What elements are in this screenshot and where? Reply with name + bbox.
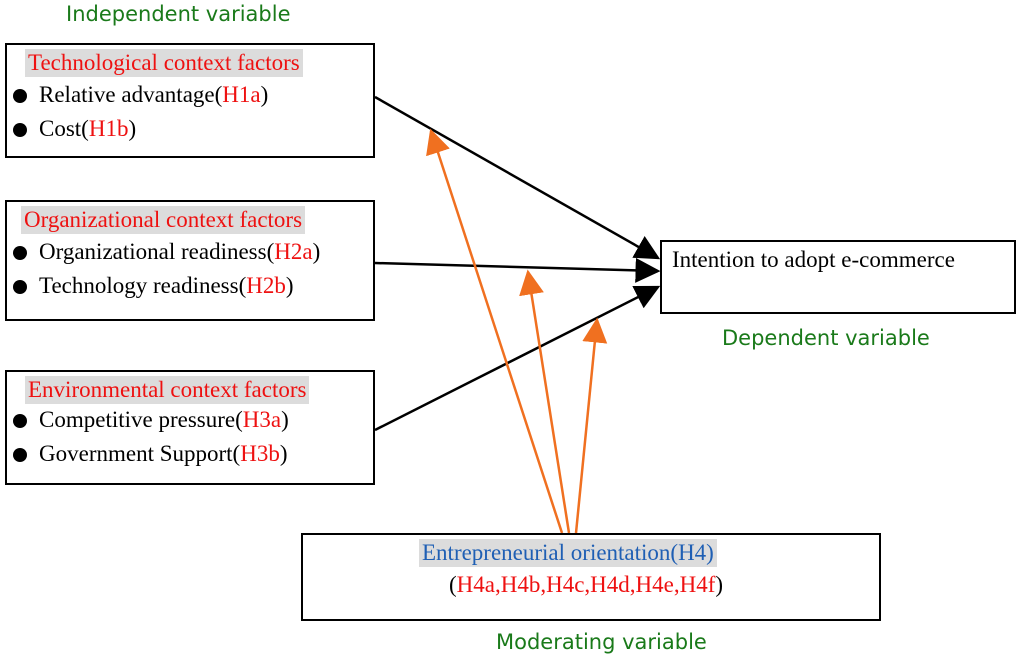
env-context-title: Environmental context factors (25, 376, 310, 404)
arrow-moderator-to-tech-path (426, 128, 564, 534)
dependent-variable-label: Dependent variable (722, 326, 930, 350)
dependent-variable-text: Intention to adopt e-commerce (672, 247, 955, 272)
moderator-box: Entrepreneurial orientation(H4) (H4a,H4b… (301, 533, 881, 621)
arrow-org-to-dependent (374, 257, 661, 283)
moderator-hypotheses: (H4a,H4b,H4c,H4d,H4e,H4f) (449, 572, 724, 597)
bullet-icon (13, 414, 27, 428)
tech-context-box: Technological context factors Relative a… (5, 43, 375, 158)
tech-context-title: Technological context factors (25, 49, 303, 77)
bullet-icon (13, 89, 27, 103)
bullet-icon (13, 123, 27, 137)
arrow-env-to-dependent (374, 285, 661, 432)
bullet-icon (13, 246, 27, 260)
moderator-title: Entrepreneurial orientation(H4) (419, 539, 717, 567)
independent-variable-label: Independent variable (66, 2, 291, 26)
arrow-moderator-to-env-path (574, 317, 608, 534)
arrow-tech-to-dependent (374, 95, 661, 260)
arrow-moderator-to-org-path (519, 269, 571, 534)
org-context-title: Organizational context factors (21, 206, 306, 234)
dependent-variable-box: Intention to adopt e-commerce (660, 240, 1016, 314)
org-context-box: Organizational context factors Organizat… (5, 200, 375, 321)
env-context-box: Environmental context factors Competitiv… (5, 370, 375, 485)
bullet-icon (13, 448, 27, 462)
moderating-variable-label: Moderating variable (496, 630, 707, 654)
bullet-icon (13, 280, 27, 294)
